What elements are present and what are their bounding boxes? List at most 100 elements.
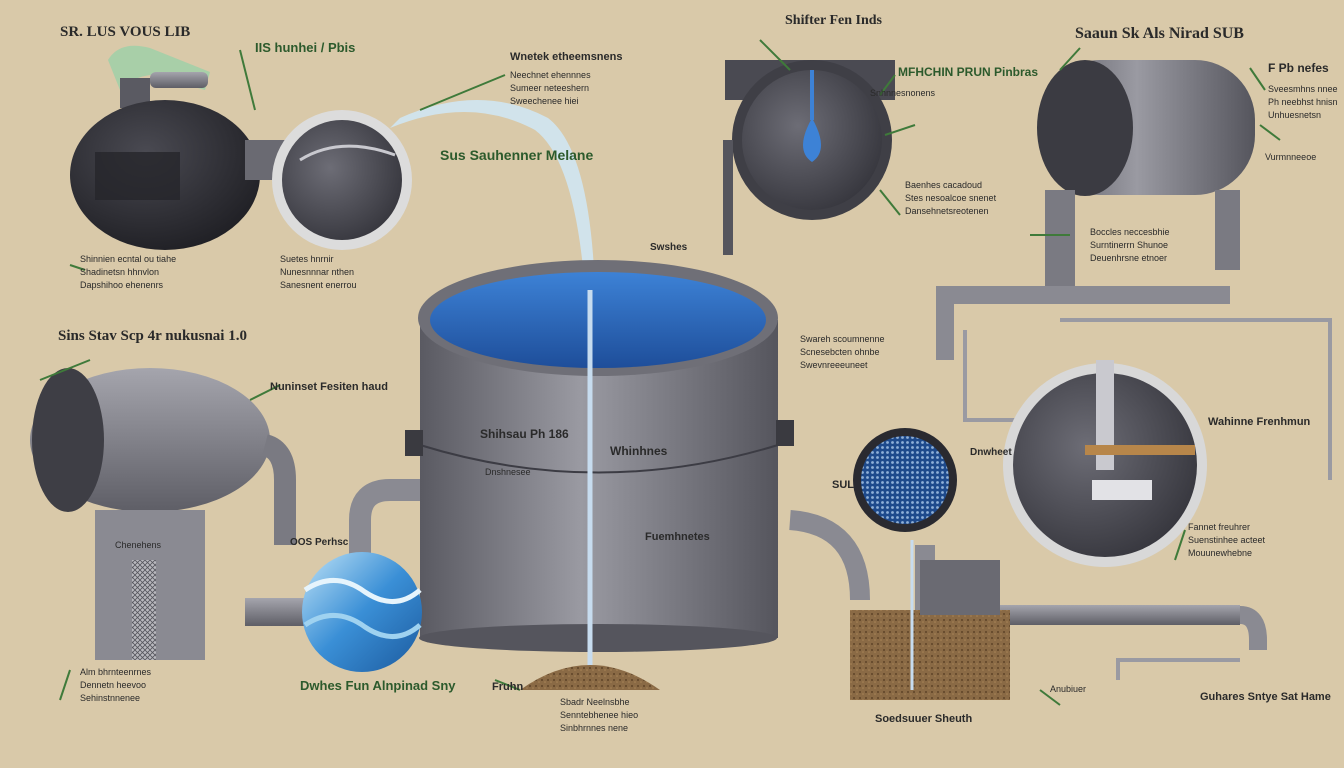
small-label-2: Swshes [650, 242, 688, 253]
heading-2: Wnetek etheemsnens [510, 51, 622, 63]
tank-lug-left [405, 430, 423, 456]
wave-crest-1 [303, 578, 422, 604]
heading-10: Wahinne Frenhmun [1208, 416, 1311, 428]
heading-9: Fuemhnetes [645, 531, 710, 543]
small-label-6: Snhnnesnonens [870, 88, 936, 98]
svg-text:Unhuesnetsn: Unhuesnetsn [1268, 110, 1321, 120]
svg-text:Sehinstnnenee: Sehinstnnenee [80, 693, 140, 703]
porthole-wire [299, 144, 396, 162]
svg-text:Sveesmhns nnee: Sveesmhns nnee [1268, 84, 1338, 94]
title-label-3: Saaun Sk Als Nirad SUB [1075, 25, 1244, 42]
water-swirl-sphere [302, 552, 422, 672]
feed-elbow [788, 510, 870, 601]
text-block-1: Shinnien ecntal ou tiahe Shadinetsn hhnv… [80, 254, 176, 290]
title-labels: SR. LUS VOUS LIB Shifter Fen Inds Saaun … [58, 13, 1244, 344]
heading-7: Shihsau Ph 186 [480, 427, 569, 441]
valve-handle [1085, 445, 1195, 455]
svg-text:Dansehnetsreotenen: Dansehnetsreotenen [905, 206, 989, 216]
soil-mound [520, 665, 660, 690]
svg-text:Suetes hnrnir: Suetes hnrnir [280, 254, 334, 264]
mesh-screen [132, 560, 156, 660]
svg-text:Surntinerrn Shunoe: Surntinerrn Shunoe [1090, 240, 1168, 250]
small-labels: OOS Perhsc Swshes Dnwheet Chenehens Vurm… [115, 88, 1316, 694]
heading-15: SUL [832, 479, 854, 491]
title-label-2: Shifter Fen Inds [785, 13, 883, 28]
right-pipe-network [936, 286, 1332, 480]
svg-text:Sbadr Neelnsbhe: Sbadr Neelnsbhe [560, 697, 630, 707]
svg-text:Alm bhrnteenrnes: Alm bhrnteenrnes [80, 667, 152, 677]
inlet-pipe [150, 72, 208, 88]
svg-text:Sinbhrnnes nene: Sinbhrnnes nene [560, 723, 628, 733]
svg-text:Stes nesoalcoe snenet: Stes nesoalcoe snenet [905, 193, 997, 203]
heading-8: Whinhnes [610, 444, 668, 458]
tank-end-cap [32, 368, 104, 512]
heading-6: Nuninset Fesiten haud [270, 381, 388, 393]
cylinder-opening [1037, 60, 1133, 196]
svg-text:Neechnet ehennnes: Neechnet ehennnes [510, 70, 591, 80]
title-label-1: SR. LUS VOUS LIB [60, 24, 190, 40]
soil-filter-column [850, 540, 1010, 700]
small-label-4: Chenehens [115, 540, 162, 550]
top-left-porthole [272, 110, 412, 250]
right-valve-chamber [1003, 360, 1207, 567]
svg-text:Swevnreeeuneet: Swevnreeeuneet [800, 360, 868, 370]
heading-3: MFHCHIN PRUN Pinbras [898, 65, 1038, 79]
tank-label-panel [95, 152, 180, 200]
small-label-1: OOS Perhsc [290, 537, 349, 548]
valve-body [1092, 480, 1152, 500]
text-block-7: Swareh scoumnenne Scnesebcten ohnbe Swev… [800, 334, 885, 370]
water-jet [390, 100, 595, 290]
svg-text:Fannet freuhrer: Fannet freuhrer [1188, 522, 1250, 532]
tank-leg-right [1215, 190, 1240, 270]
svg-text:Suenstinhee acteet: Suenstinhee acteet [1188, 535, 1266, 545]
heading-11: Dwhes Fun Alnpinad Sny [300, 678, 456, 693]
svg-text:Mouunewhebne: Mouunewhebne [1188, 548, 1252, 558]
top-right-cylinder-tank [1037, 60, 1255, 290]
main-tank-water [430, 272, 766, 368]
water-droplet [803, 118, 821, 162]
text-block-8: Sbadr Neelnsbhe Senntebhenee hieo Sinbhr… [560, 697, 638, 733]
top-left-pressure-tank [70, 45, 285, 250]
svg-text:Sweechenee hiei: Sweechenee hiei [510, 96, 579, 106]
outlet-pipe [1000, 605, 1240, 625]
media-granules [861, 436, 949, 524]
text-block-2: Suetes hnrnir Nunesnnnar nthen Sanesnent… [280, 254, 357, 290]
small-label-8: Anubiuer [1050, 684, 1086, 694]
small-label-3: Dnwheet [970, 447, 1012, 458]
svg-text:Dapshihoo ehenenrs: Dapshihoo ehenenrs [80, 280, 164, 290]
porthole-window [282, 120, 402, 240]
svg-text:Scnesebcten ohnbe: Scnesebcten ohnbe [800, 347, 880, 357]
valve-stem [1096, 360, 1114, 470]
tank-leg-left [1045, 190, 1075, 290]
heading-1: IIS hunhei / Pbis [255, 40, 355, 55]
heading-5: Sus Sauhenner Melane [440, 147, 593, 163]
down-pipe [261, 434, 296, 545]
text-block-3: Neechnet ehennnes Sumeer neteeshern Swee… [510, 70, 591, 106]
heading-labels: IIS hunhei / Pbis Wnetek etheemsnens MFH… [255, 40, 1331, 725]
svg-text:Sumeer neteeshern: Sumeer neteeshern [510, 83, 589, 93]
text-block-4: Baenhes cacadoud Stes nesoalcoe snenet D… [905, 180, 997, 216]
svg-text:Swareh scoumnenne: Swareh scoumnenne [800, 334, 885, 344]
title-label-4: Sins Stav Scp 4r nukusnai 1.0 [58, 328, 247, 344]
text-block-9: Fannet freuhrer Suenstinhee acteet Mouun… [1188, 522, 1266, 558]
svg-text:Ph neebhst hnisn: Ph neebhst hnisn [1268, 97, 1338, 107]
main-storage-tank [405, 260, 794, 670]
heading-12: Soedsuuer Sheuth [875, 713, 972, 725]
main-tank-base [419, 624, 777, 652]
tank-band [419, 444, 779, 474]
text-block-6: Sveesmhns nnee Ph neebhst hnisn Unhuesne… [1268, 84, 1338, 120]
outlet-elbow [1239, 606, 1267, 650]
svg-text:Boccles neccesbhie: Boccles neccesbhie [1090, 227, 1170, 237]
return-line [1116, 658, 1240, 680]
text-block-5: Boccles neccesbhie Surntinerrn Shunoe De… [1090, 227, 1170, 263]
wave-crest-2 [303, 613, 422, 639]
small-label-5: Vurmnneeoe [1265, 152, 1316, 162]
heading-14: Fruhn [492, 681, 523, 693]
column-housing [920, 560, 1000, 615]
svg-text:Baenhes cacadoud: Baenhes cacadoud [905, 180, 982, 190]
lower-right-pipes [788, 510, 1267, 680]
top-center-vessel [723, 60, 895, 255]
heading-13: Guhares Sntye Sat Hame [1200, 691, 1331, 703]
text-block-10: Alm bhrnteenrnes Dennetn heevoo Sehinstn… [80, 667, 152, 703]
